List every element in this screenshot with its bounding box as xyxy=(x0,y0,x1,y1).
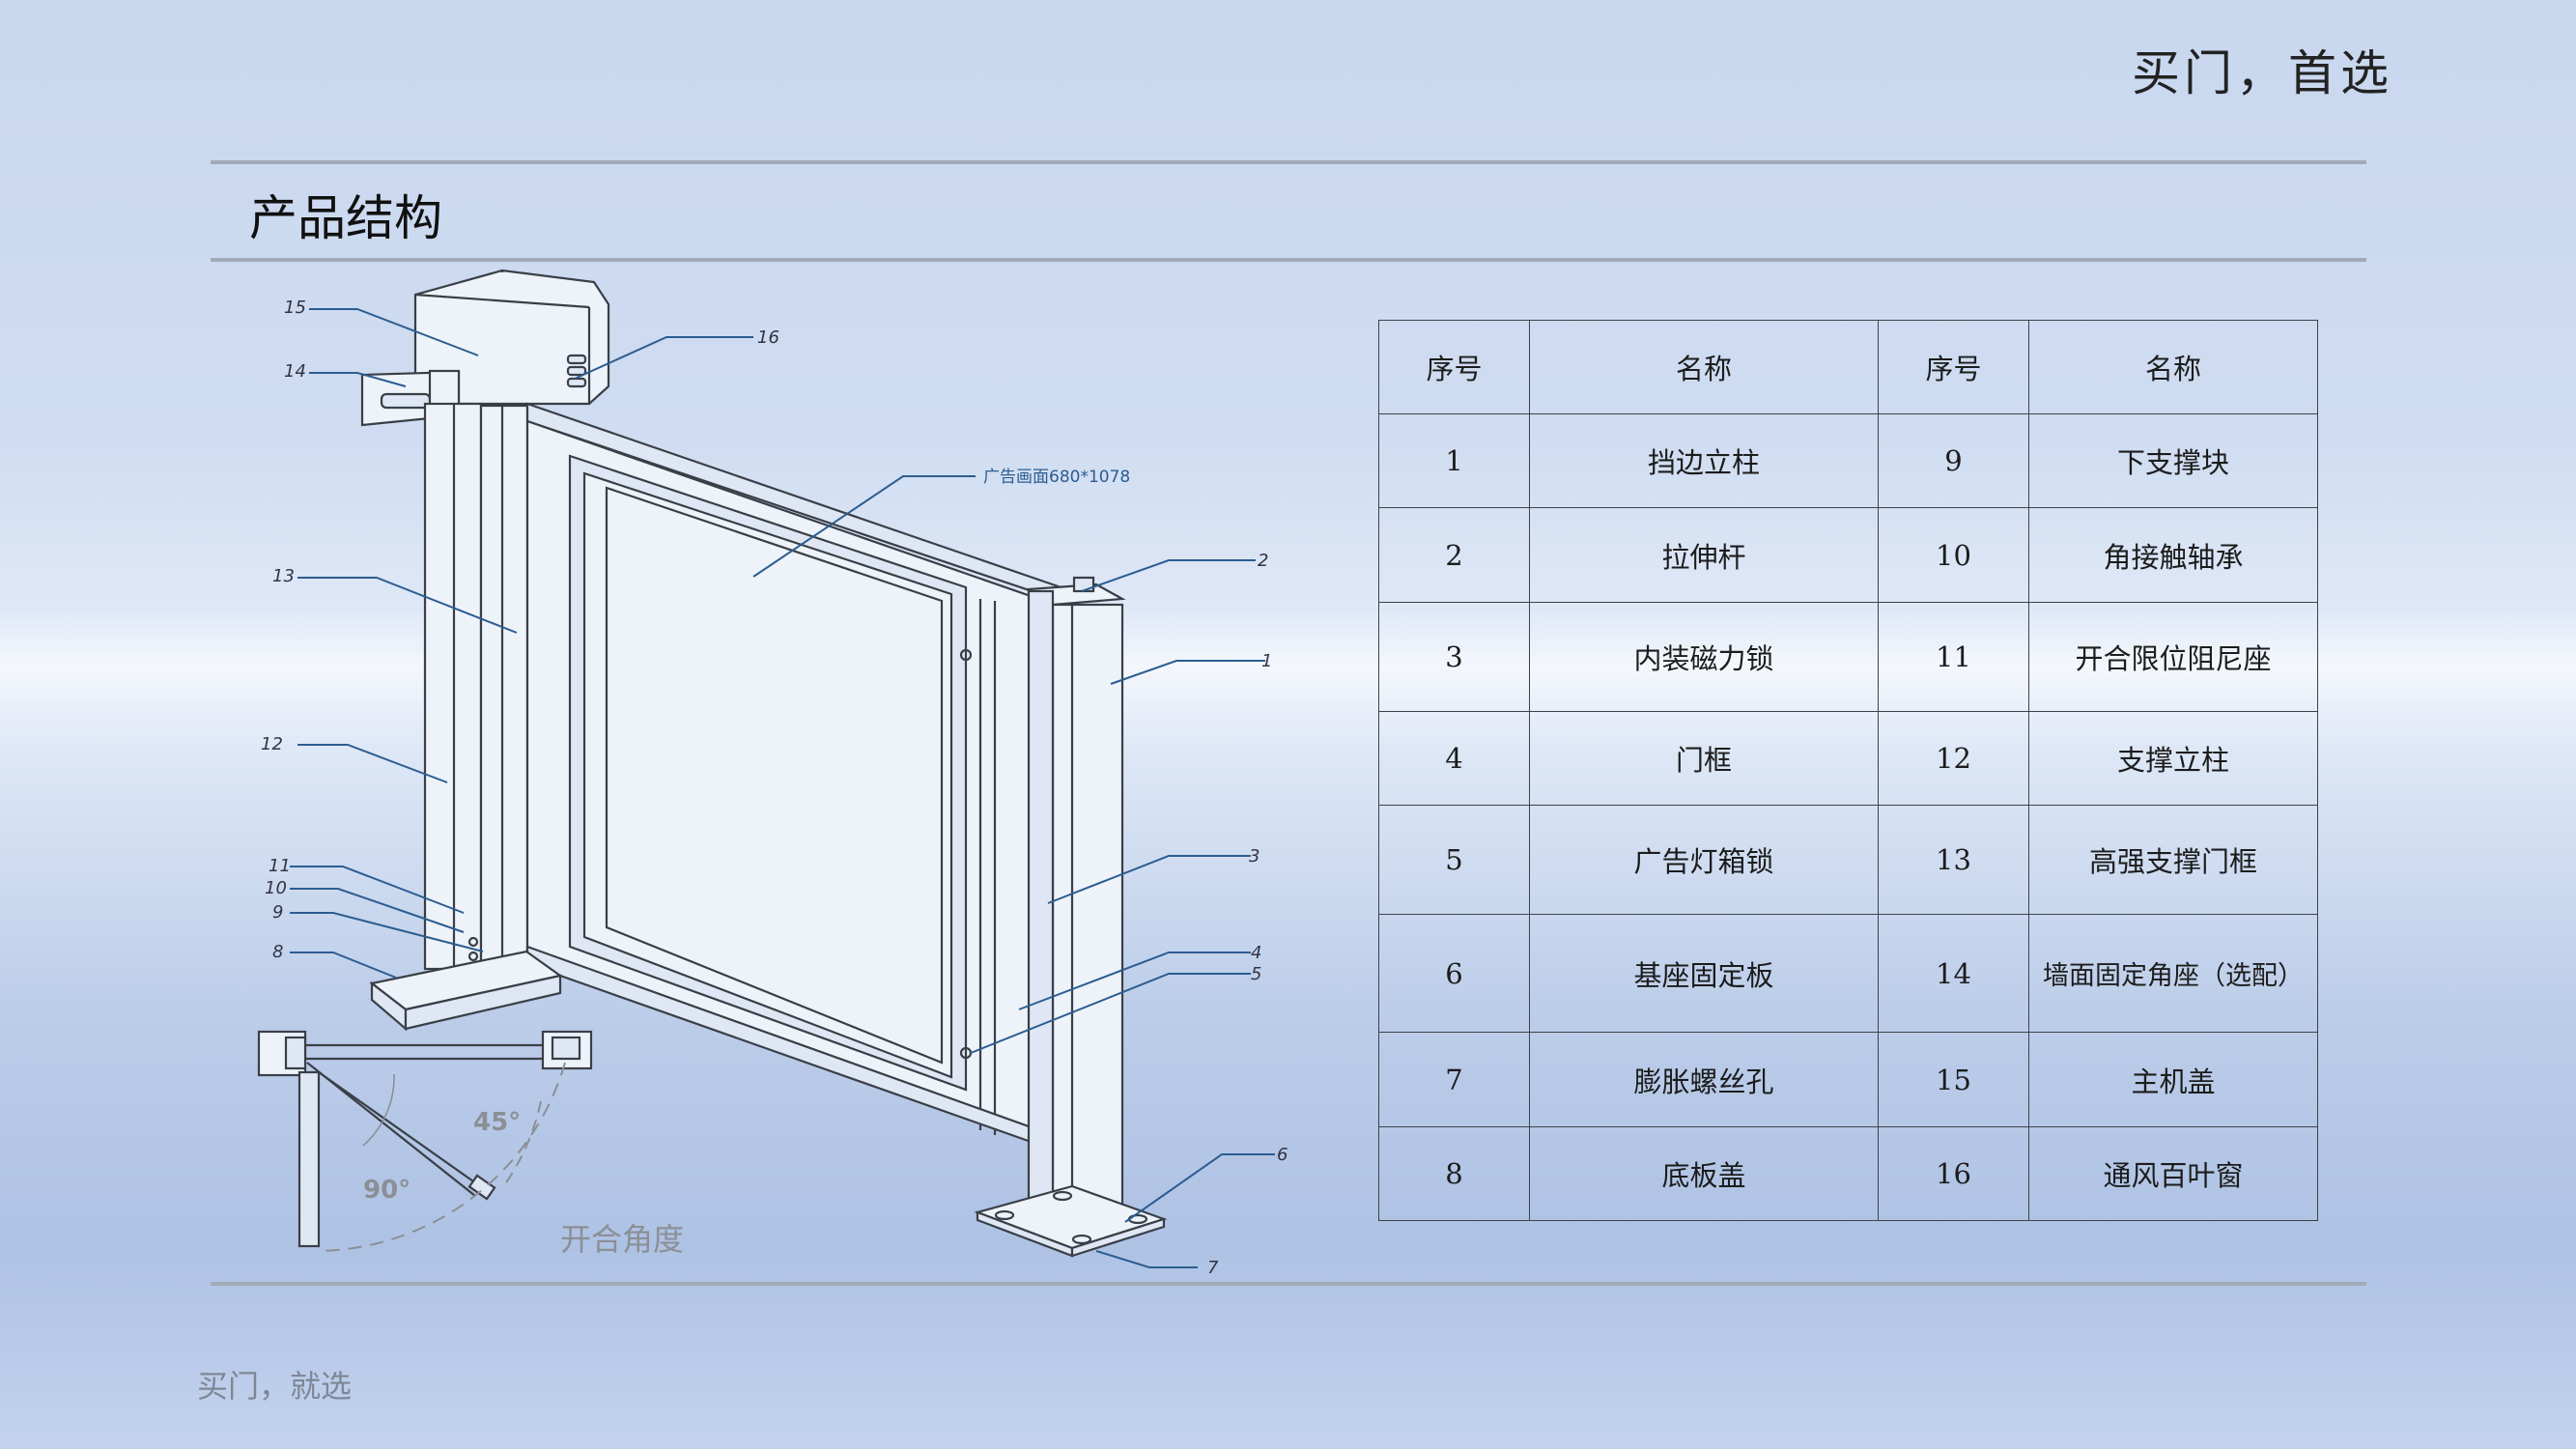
callout-1: 1 xyxy=(1261,651,1272,671)
table-cell: 4 xyxy=(1378,711,1530,806)
title-divider xyxy=(211,258,2366,262)
table-cell: 2 xyxy=(1378,507,1530,603)
table-cell: 广告灯箱锁 xyxy=(1529,805,1879,915)
table-cell: 10 xyxy=(1878,507,2029,603)
table-cell: 16 xyxy=(1878,1126,2029,1221)
door-frame xyxy=(525,419,1055,1147)
table-cell: 6 xyxy=(1378,914,1530,1033)
callout-13: 13 xyxy=(272,566,295,586)
support-post xyxy=(423,402,483,971)
main-cover xyxy=(413,269,610,406)
callout-5: 5 xyxy=(1251,964,1261,984)
table-row: 3 内装磁力锁 11 开合限位阻尼座 xyxy=(1378,602,2318,712)
callout-6: 6 xyxy=(1277,1145,1288,1165)
ad-panel-label: 广告画面680*1078 xyxy=(983,468,1130,487)
table-cell: 内装磁力锁 xyxy=(1529,602,1879,712)
table-row: 1 挡边立柱 9 下支撑块 xyxy=(1378,413,2318,508)
table-cell: 支撑立柱 xyxy=(2028,711,2318,806)
angle-45-label: 45° xyxy=(473,1108,521,1137)
table-cell: 开合限位阻尼座 xyxy=(2028,602,2318,712)
footer-slogan: 买门，就选 xyxy=(197,1368,353,1405)
table-cell: 14 xyxy=(1878,914,2029,1033)
callout-3: 3 xyxy=(1249,846,1260,867)
frame-post xyxy=(479,404,529,968)
table-row: 7 膨胀螺丝孔 15 主机盖 xyxy=(1378,1032,2318,1127)
callout-14: 14 xyxy=(284,361,306,382)
table-row: 8 底板盖 16 通风百叶窗 xyxy=(1378,1126,2318,1221)
header-cell: 序号 xyxy=(1378,320,1530,414)
angle-90-label: 90° xyxy=(363,1176,410,1205)
callout-11: 11 xyxy=(269,856,291,876)
table-cell: 通风百叶窗 xyxy=(2028,1126,2318,1221)
table-row: 6 基座固定板 14 墙面固定角座（选配） xyxy=(1378,914,2318,1033)
header-cell: 序号 xyxy=(1878,320,2029,414)
table-cell: 9 xyxy=(1878,413,2029,508)
table-cell: 挡边立柱 xyxy=(1529,413,1879,508)
header-slogan: 买门，首选 xyxy=(2132,45,2392,101)
angle-caption: 开合角度 xyxy=(560,1221,684,1258)
table-cell: 角接触轴承 xyxy=(2028,507,2318,603)
top-divider xyxy=(211,160,2366,164)
callout-8: 8 xyxy=(272,942,283,962)
vent-louver xyxy=(566,354,587,388)
callout-4: 4 xyxy=(1251,943,1261,963)
table-cell: 高强支撑门框 xyxy=(2028,805,2318,915)
header-cell: 名称 xyxy=(2028,320,2318,414)
table-cell: 拉伸杆 xyxy=(1529,507,1879,603)
table-cell: 基座固定板 xyxy=(1529,914,1879,1033)
table-cell: 8 xyxy=(1378,1126,1530,1221)
table-cell: 15 xyxy=(1878,1032,2029,1127)
edge-post xyxy=(1025,576,1126,1227)
table-cell: 7 xyxy=(1378,1032,1530,1127)
callout-16: 16 xyxy=(757,327,779,348)
table-cell: 3 xyxy=(1378,602,1530,712)
right-base xyxy=(974,1184,1168,1258)
product-structure-diagram: 15 14 13 12 11 10 9 8 16 广告画面680*1078 2 … xyxy=(257,269,1288,1278)
table-cell: 1 xyxy=(1378,413,1530,508)
callout-10: 10 xyxy=(265,878,287,898)
table-row: 5 广告灯箱锁 13 高强支撑门框 xyxy=(1378,805,2318,915)
leader-lines xyxy=(290,308,1275,1268)
section-title: 产品结构 xyxy=(249,190,442,246)
table-cell: 门框 xyxy=(1529,711,1879,806)
table-cell: 13 xyxy=(1878,805,2029,915)
table-row: 2 拉伸杆 10 角接触轴承 xyxy=(1378,507,2318,603)
bottom-divider xyxy=(211,1282,2366,1286)
table-cell: 11 xyxy=(1878,602,2029,712)
table-cell: 主机盖 xyxy=(2028,1032,2318,1127)
table-row: 4 门框 12 支撑立柱 xyxy=(1378,711,2318,806)
callout-15: 15 xyxy=(284,298,306,318)
table-cell: 5 xyxy=(1378,805,1530,915)
callout-12: 12 xyxy=(261,734,283,754)
callout-2: 2 xyxy=(1258,551,1268,571)
table-header-row: 序号 名称 序号 名称 xyxy=(1378,320,2318,414)
table-cell: 底板盖 xyxy=(1529,1126,1879,1221)
header-cell: 名称 xyxy=(1529,320,1879,414)
callout-7: 7 xyxy=(1207,1258,1219,1278)
table-cell: 下支撑块 xyxy=(2028,413,2318,508)
left-base xyxy=(369,936,563,1032)
table-cell: 膨胀螺丝孔 xyxy=(1529,1032,1879,1127)
table-cell: 12 xyxy=(1878,711,2029,806)
wall-bracket xyxy=(360,369,461,427)
opening-angle-inset: 45° 90° 开合角度 xyxy=(257,1030,684,1258)
table-cell: 墙面固定角座（选配） xyxy=(2028,914,2318,1033)
parts-table: 序号 名称 序号 名称 1 挡边立柱 9 下支撑块 2 拉伸杆 10 角接触轴承… xyxy=(1378,320,2318,1221)
callout-9: 9 xyxy=(272,902,283,923)
